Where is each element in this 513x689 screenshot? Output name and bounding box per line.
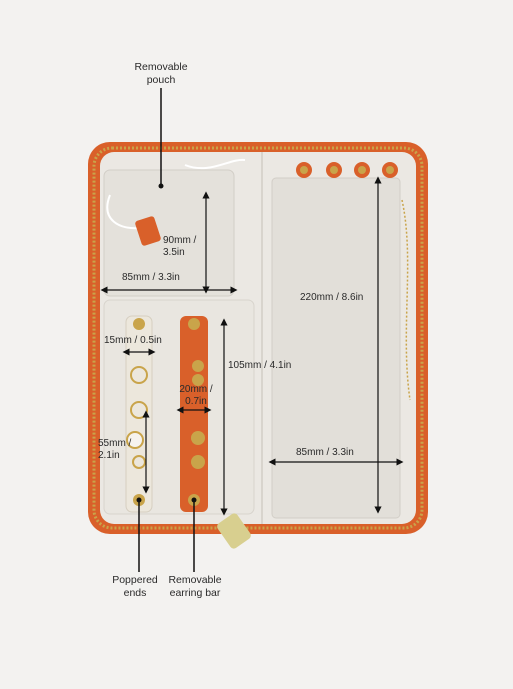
earring-bar xyxy=(180,316,208,512)
removable-pouch xyxy=(103,169,235,297)
right-height-dim: 220mm / 8.6in xyxy=(300,292,364,303)
ring-bar-length-dim: 55mm / 2.1in xyxy=(98,438,132,461)
ring-1 xyxy=(130,366,148,384)
earring-3 xyxy=(191,431,205,445)
right-snap-4-center xyxy=(386,166,394,174)
pouch-string-top xyxy=(184,158,246,170)
ring-bar-snap-top xyxy=(133,318,145,330)
poppered-callout-dot xyxy=(136,497,142,503)
pouch-height-dim: 90mm / 3.5in xyxy=(163,235,197,258)
earring-bar-width-dim: 20mm / 0.7in xyxy=(179,384,213,407)
pouch-tag xyxy=(135,216,161,246)
ring-2 xyxy=(130,401,148,419)
pouch-width-dim: 85mm / 3.3in xyxy=(122,272,180,283)
earring-2 xyxy=(192,374,204,386)
right-snap-3-center xyxy=(358,166,366,174)
earring-1 xyxy=(192,360,204,372)
compartment-height-dim: 105mm / 4.1in xyxy=(228,360,292,371)
right-width-dim: 85mm / 3.3in xyxy=(296,447,354,458)
earring-4 xyxy=(191,455,205,469)
earring-callout-dot xyxy=(191,497,197,503)
right-pocket xyxy=(271,177,401,519)
earring-bar-snap-top xyxy=(188,318,200,330)
right-snap-1-center xyxy=(300,166,308,174)
necklace-chain xyxy=(401,199,411,401)
ring-bar-width-dim: 15mm / 0.5in xyxy=(104,335,162,346)
right-snap-2-center xyxy=(330,166,338,174)
removable-earring-bar-label: Removable earring bar xyxy=(168,574,222,599)
pouch-callout-dot xyxy=(158,183,164,189)
removable-pouch-label: Removable pouch xyxy=(134,61,188,86)
zipper-pull xyxy=(217,513,251,549)
poppered-ends-label: Poppered ends xyxy=(112,574,158,599)
zipper-track xyxy=(92,146,424,530)
pouch-drawstring xyxy=(106,194,141,230)
